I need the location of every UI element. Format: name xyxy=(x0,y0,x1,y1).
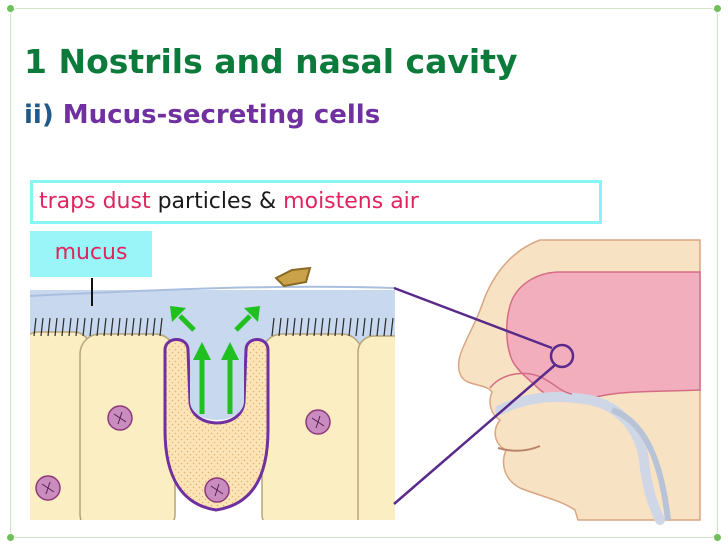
cilium xyxy=(159,317,163,337)
cilium xyxy=(271,317,275,337)
cilium xyxy=(33,317,37,337)
cilium xyxy=(369,317,373,337)
cilium xyxy=(89,317,93,337)
cilium xyxy=(117,317,121,337)
cilium xyxy=(278,317,282,337)
corner-dot xyxy=(714,5,721,12)
cilia xyxy=(33,317,394,337)
dust-particle xyxy=(274,266,312,288)
arrow-head xyxy=(221,342,239,360)
cilium xyxy=(313,317,317,337)
slide-frame xyxy=(10,8,718,538)
callout-particles: particles & xyxy=(157,189,277,214)
epithelial-cell xyxy=(357,335,395,520)
callout-moistens-air: moistens air xyxy=(283,189,419,214)
magnify-circle xyxy=(549,343,575,369)
corner-dot xyxy=(714,534,721,541)
cilium xyxy=(390,317,394,337)
cilium xyxy=(96,317,100,337)
title-number: 1 xyxy=(24,42,47,81)
slide-subtitle: ii) Mucus-secreting cells xyxy=(24,96,380,134)
epithelial-cell xyxy=(79,333,176,520)
cilium xyxy=(68,317,72,337)
cilium xyxy=(320,317,324,337)
throat-passage xyxy=(610,407,671,521)
cilium xyxy=(110,317,114,337)
mucus-surface xyxy=(29,285,396,297)
function-callout: traps dust particles & moistens air xyxy=(30,180,602,224)
arrow-head xyxy=(193,342,211,360)
subtitle-prefix: ii) xyxy=(24,100,54,130)
cilium xyxy=(47,317,51,337)
slide-title: 1 Nostrils and nasal cavity xyxy=(24,40,518,84)
subtitle-text: Mucus-secreting cells xyxy=(62,100,381,130)
nucleus-detail xyxy=(41,411,325,497)
zoom-lines xyxy=(393,286,556,505)
cilium xyxy=(348,317,352,337)
cilium xyxy=(292,317,296,337)
cilium xyxy=(299,317,303,337)
nostril-lining xyxy=(489,372,573,395)
cilium xyxy=(138,317,142,337)
cilium xyxy=(131,317,135,337)
cilium xyxy=(40,317,44,337)
mucus-label-text: mucus xyxy=(54,240,128,265)
cilium xyxy=(152,317,156,337)
cilium xyxy=(306,317,310,337)
cilium xyxy=(383,317,387,337)
cilium xyxy=(285,317,289,337)
cilium xyxy=(362,317,366,337)
arrow-diagonal xyxy=(178,314,196,332)
epithelial-cell xyxy=(261,333,363,520)
arrow-head xyxy=(244,306,260,322)
cilium xyxy=(61,317,65,337)
callout-traps-dust: traps dust xyxy=(39,189,151,214)
mucus-label: mucus xyxy=(30,231,152,277)
cilium xyxy=(341,317,345,337)
cilium xyxy=(75,317,79,337)
tissue-section xyxy=(30,290,395,520)
face-illustration xyxy=(457,239,701,525)
cilium xyxy=(124,317,128,337)
arrow-diagonal xyxy=(234,314,252,332)
corner-dot xyxy=(7,5,14,12)
corner-dot xyxy=(7,534,14,541)
title-text: Nostrils and nasal cavity xyxy=(58,42,518,81)
cilium xyxy=(54,317,58,337)
mouth-line xyxy=(497,445,541,452)
cilium xyxy=(376,317,380,337)
cilium xyxy=(145,317,149,337)
goblet-cell xyxy=(163,338,270,512)
cilium xyxy=(82,317,86,337)
arrow-head xyxy=(170,306,186,322)
cilium xyxy=(103,317,107,337)
cilium xyxy=(327,317,331,337)
cilium xyxy=(334,317,338,337)
cilium xyxy=(355,317,359,337)
mucus-flow-arrows xyxy=(170,306,260,414)
